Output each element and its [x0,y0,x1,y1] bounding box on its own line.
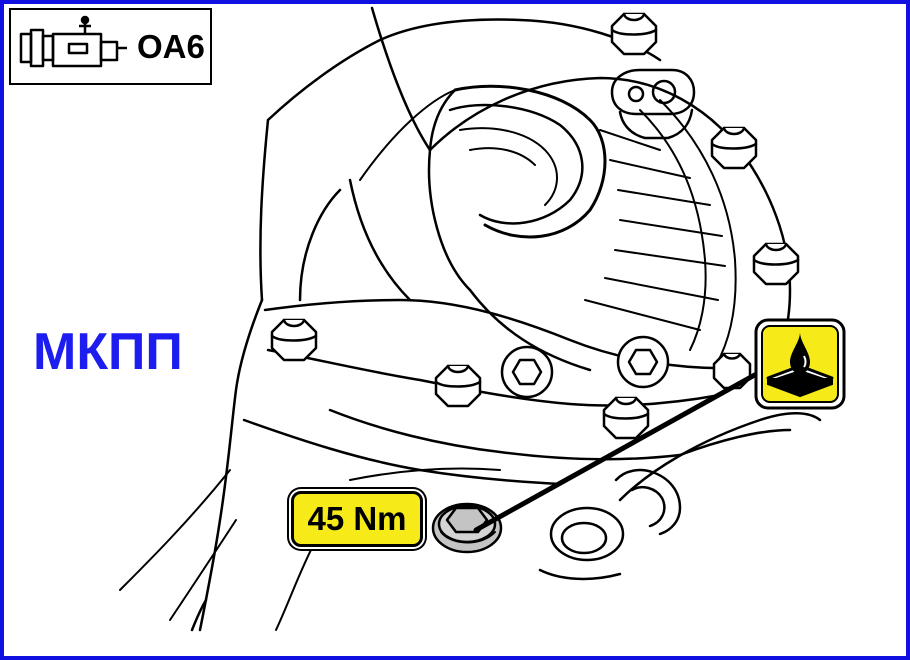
lower-bosses [349,412,822,581]
torque-spec-badge: 45 Nm [291,491,423,547]
gearbox-type-label: МКПП [33,323,183,381]
vent-boss [610,68,696,140]
fill-plug [431,502,503,554]
torque-value: 45 Nm [307,500,407,537]
bolt [270,318,318,362]
housing-outline [119,6,662,632]
transmission-code: OA6 [137,28,205,65]
bolt [752,242,800,286]
flange-bolts [270,12,800,440]
oil-drop-icon [754,318,846,410]
bolt [434,364,482,408]
bolt [610,12,658,56]
bolt [710,126,758,170]
leader-line [473,369,763,533]
socket-plug [616,335,670,389]
output-shaft-bore [359,84,607,292]
flange-ribs [584,99,737,366]
socket-plug [500,345,554,399]
transmission-badge: OA6 [9,8,212,85]
transmission-icon [19,15,127,68]
hex-socket-plugs [500,335,670,399]
bolt [602,396,650,440]
